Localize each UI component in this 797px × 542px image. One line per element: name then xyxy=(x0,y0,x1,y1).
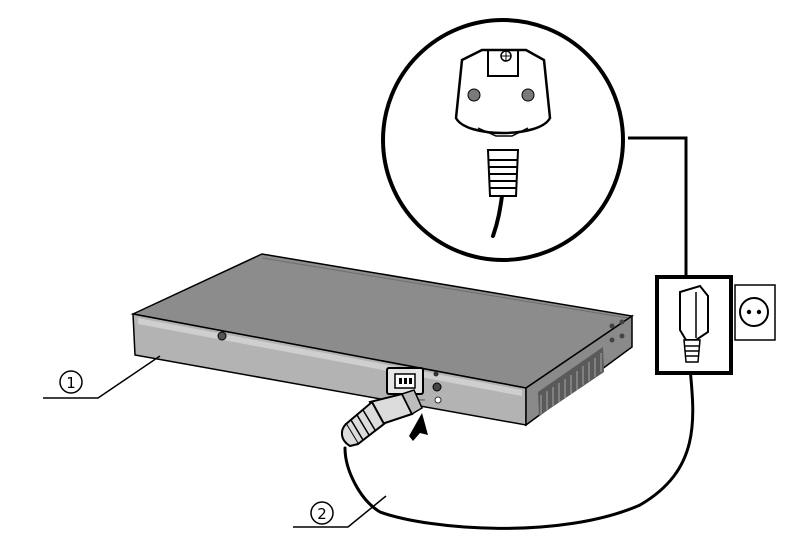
connector-line xyxy=(628,136,688,276)
ground-terminal-icon xyxy=(432,371,442,404)
plug-in-socket-icon xyxy=(679,284,709,363)
strain-relief-icon xyxy=(486,149,520,197)
iec-plug-icon xyxy=(340,389,423,448)
magnified-cable-icon xyxy=(491,194,504,238)
callout-1: 1 xyxy=(59,370,83,394)
vent-grille xyxy=(538,347,604,416)
switch-device-icon xyxy=(130,253,634,427)
power-cord-icon xyxy=(343,366,695,530)
leader-line-2 xyxy=(293,495,387,528)
leader-line-1 xyxy=(43,355,161,399)
callout-2: 2 xyxy=(310,501,334,525)
wall-socket-icon xyxy=(739,297,769,327)
insert-arrow-icon xyxy=(409,413,428,441)
callout-1-label: 1 xyxy=(66,374,76,392)
wall-outlet-panel xyxy=(655,275,776,375)
magnified-plug-view xyxy=(381,18,625,262)
callout-2-label: 2 xyxy=(317,505,327,523)
schuko-plug-face-icon xyxy=(454,48,552,137)
screw-icon xyxy=(217,331,227,341)
